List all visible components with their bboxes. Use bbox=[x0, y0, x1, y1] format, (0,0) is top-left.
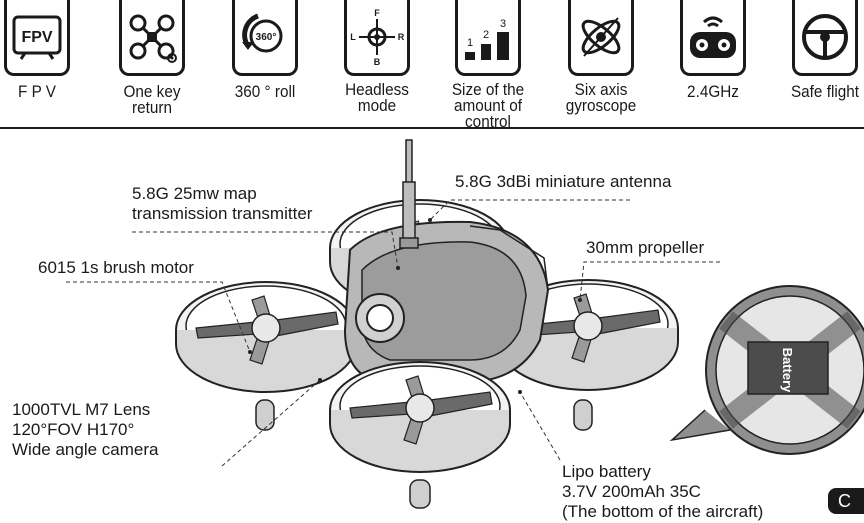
feature-headless-mode: F B L R Headless mode bbox=[322, 0, 432, 114]
level-2: 2 bbox=[483, 29, 489, 41]
callout-motor: 6015 1s brush motor bbox=[38, 258, 194, 277]
roll-icon-text: 360° bbox=[256, 32, 277, 43]
feature-fpv: FPV F P V bbox=[0, 0, 92, 100]
compass-icon: F B L R bbox=[344, 0, 410, 76]
feature-360-roll: 360° 360 ° roll bbox=[210, 0, 320, 100]
feature-label: Six axis gyroscope bbox=[565, 80, 637, 115]
fpv-icon-text: FPV bbox=[21, 29, 52, 46]
compass-r: R bbox=[398, 32, 405, 42]
feature-label: 2.4GHz bbox=[687, 82, 739, 101]
bar-levels-icon: 1 2 3 bbox=[455, 0, 521, 76]
feature-size-of-control: 1 2 3 Size of the amount of control bbox=[433, 0, 543, 130]
compass-l: L bbox=[350, 32, 356, 42]
feature-one-key-return: One key return bbox=[97, 0, 207, 116]
feature-six-axis-gyroscope: Six axis gyroscope bbox=[546, 0, 656, 114]
callout-battery: Lipo battery 3.7V 200mAh 35C (The bottom… bbox=[562, 462, 764, 521]
battery-inset: Battery bbox=[669, 285, 864, 455]
fpv-screen-icon: FPV bbox=[4, 0, 70, 76]
level-3: 3 bbox=[500, 18, 506, 30]
feature-label: Safe flight bbox=[790, 82, 860, 101]
level-1: 1 bbox=[467, 37, 473, 49]
divider-line bbox=[0, 127, 864, 129]
feature-label: F P V bbox=[18, 82, 56, 101]
callout-antenna: 5.8G 3dBi miniature antenna bbox=[455, 172, 672, 191]
drone-return-icon bbox=[119, 0, 185, 76]
feature-label: One key return bbox=[123, 82, 181, 117]
feature-label: 360 ° roll bbox=[234, 82, 296, 101]
roll-360-icon: 360° bbox=[232, 0, 298, 76]
feature-2-4ghz: 2.4GHz bbox=[658, 0, 768, 100]
callout-propeller: 30mm propeller bbox=[586, 238, 705, 257]
battery-label: Battery bbox=[780, 348, 795, 394]
controller-icon bbox=[680, 0, 746, 76]
compass-b: B bbox=[374, 57, 381, 67]
callout-camera: 1000TVL M7 Lens 120°FOV H170° Wide angle… bbox=[12, 400, 159, 459]
feature-safe-flight: Safe flight bbox=[770, 0, 864, 100]
callout-transmitter: 5.8G 25mw map transmission transmitter bbox=[132, 184, 313, 223]
feature-label: Size of the amount of control bbox=[451, 80, 525, 131]
steering-wheel-icon bbox=[792, 0, 858, 76]
gyroscope-icon bbox=[568, 0, 634, 76]
feature-label: Headless mode bbox=[345, 80, 409, 115]
corner-tab: C bbox=[828, 488, 864, 514]
compass-f: F bbox=[374, 8, 380, 18]
